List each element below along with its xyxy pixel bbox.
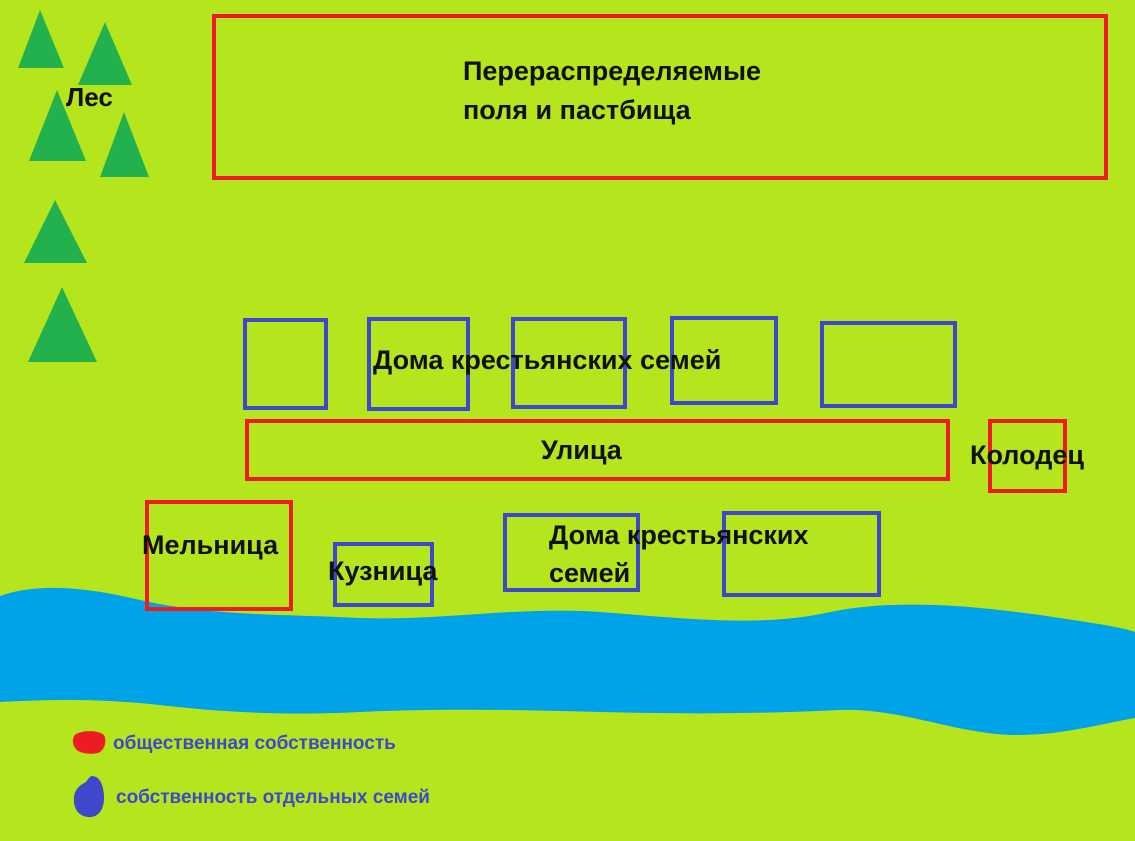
house-box — [820, 321, 957, 408]
street-box — [245, 419, 950, 481]
legend-blue-swatch — [73, 776, 104, 818]
tree-icon — [18, 10, 64, 68]
legend-communal-text: общественная собственность — [113, 733, 396, 754]
house-box — [511, 317, 627, 409]
well-box — [988, 419, 1067, 493]
houses-bottom-label: Дома крестьянских семей — [549, 520, 809, 589]
house-box — [722, 511, 881, 597]
house-box — [243, 318, 328, 410]
mill-label: Мельница — [142, 530, 279, 560]
house-box — [503, 513, 640, 592]
smithy-box — [333, 542, 434, 607]
house-box — [670, 316, 778, 405]
tree-icon — [100, 112, 149, 177]
tree-icon — [24, 200, 87, 263]
fields-box — [212, 14, 1108, 180]
well-label: Колодец — [970, 440, 1084, 470]
mill-box — [145, 500, 293, 611]
houses-top-label: Дома крестьянских семей — [373, 345, 722, 375]
street-label: Улица — [541, 435, 622, 465]
fields-label: Перераспределяемые поля и пастбища — [463, 56, 762, 126]
house-box — [367, 317, 470, 411]
tree-icon — [28, 287, 97, 362]
forest-label: Лес — [66, 82, 113, 112]
legend-red-swatch — [72, 731, 106, 754]
tree-icon — [29, 90, 86, 161]
smithy-label: Кузница — [328, 556, 438, 586]
tree-icon — [78, 22, 132, 85]
river — [0, 587, 1135, 736]
legend-family-text: собственность отдельных семей — [116, 787, 430, 808]
